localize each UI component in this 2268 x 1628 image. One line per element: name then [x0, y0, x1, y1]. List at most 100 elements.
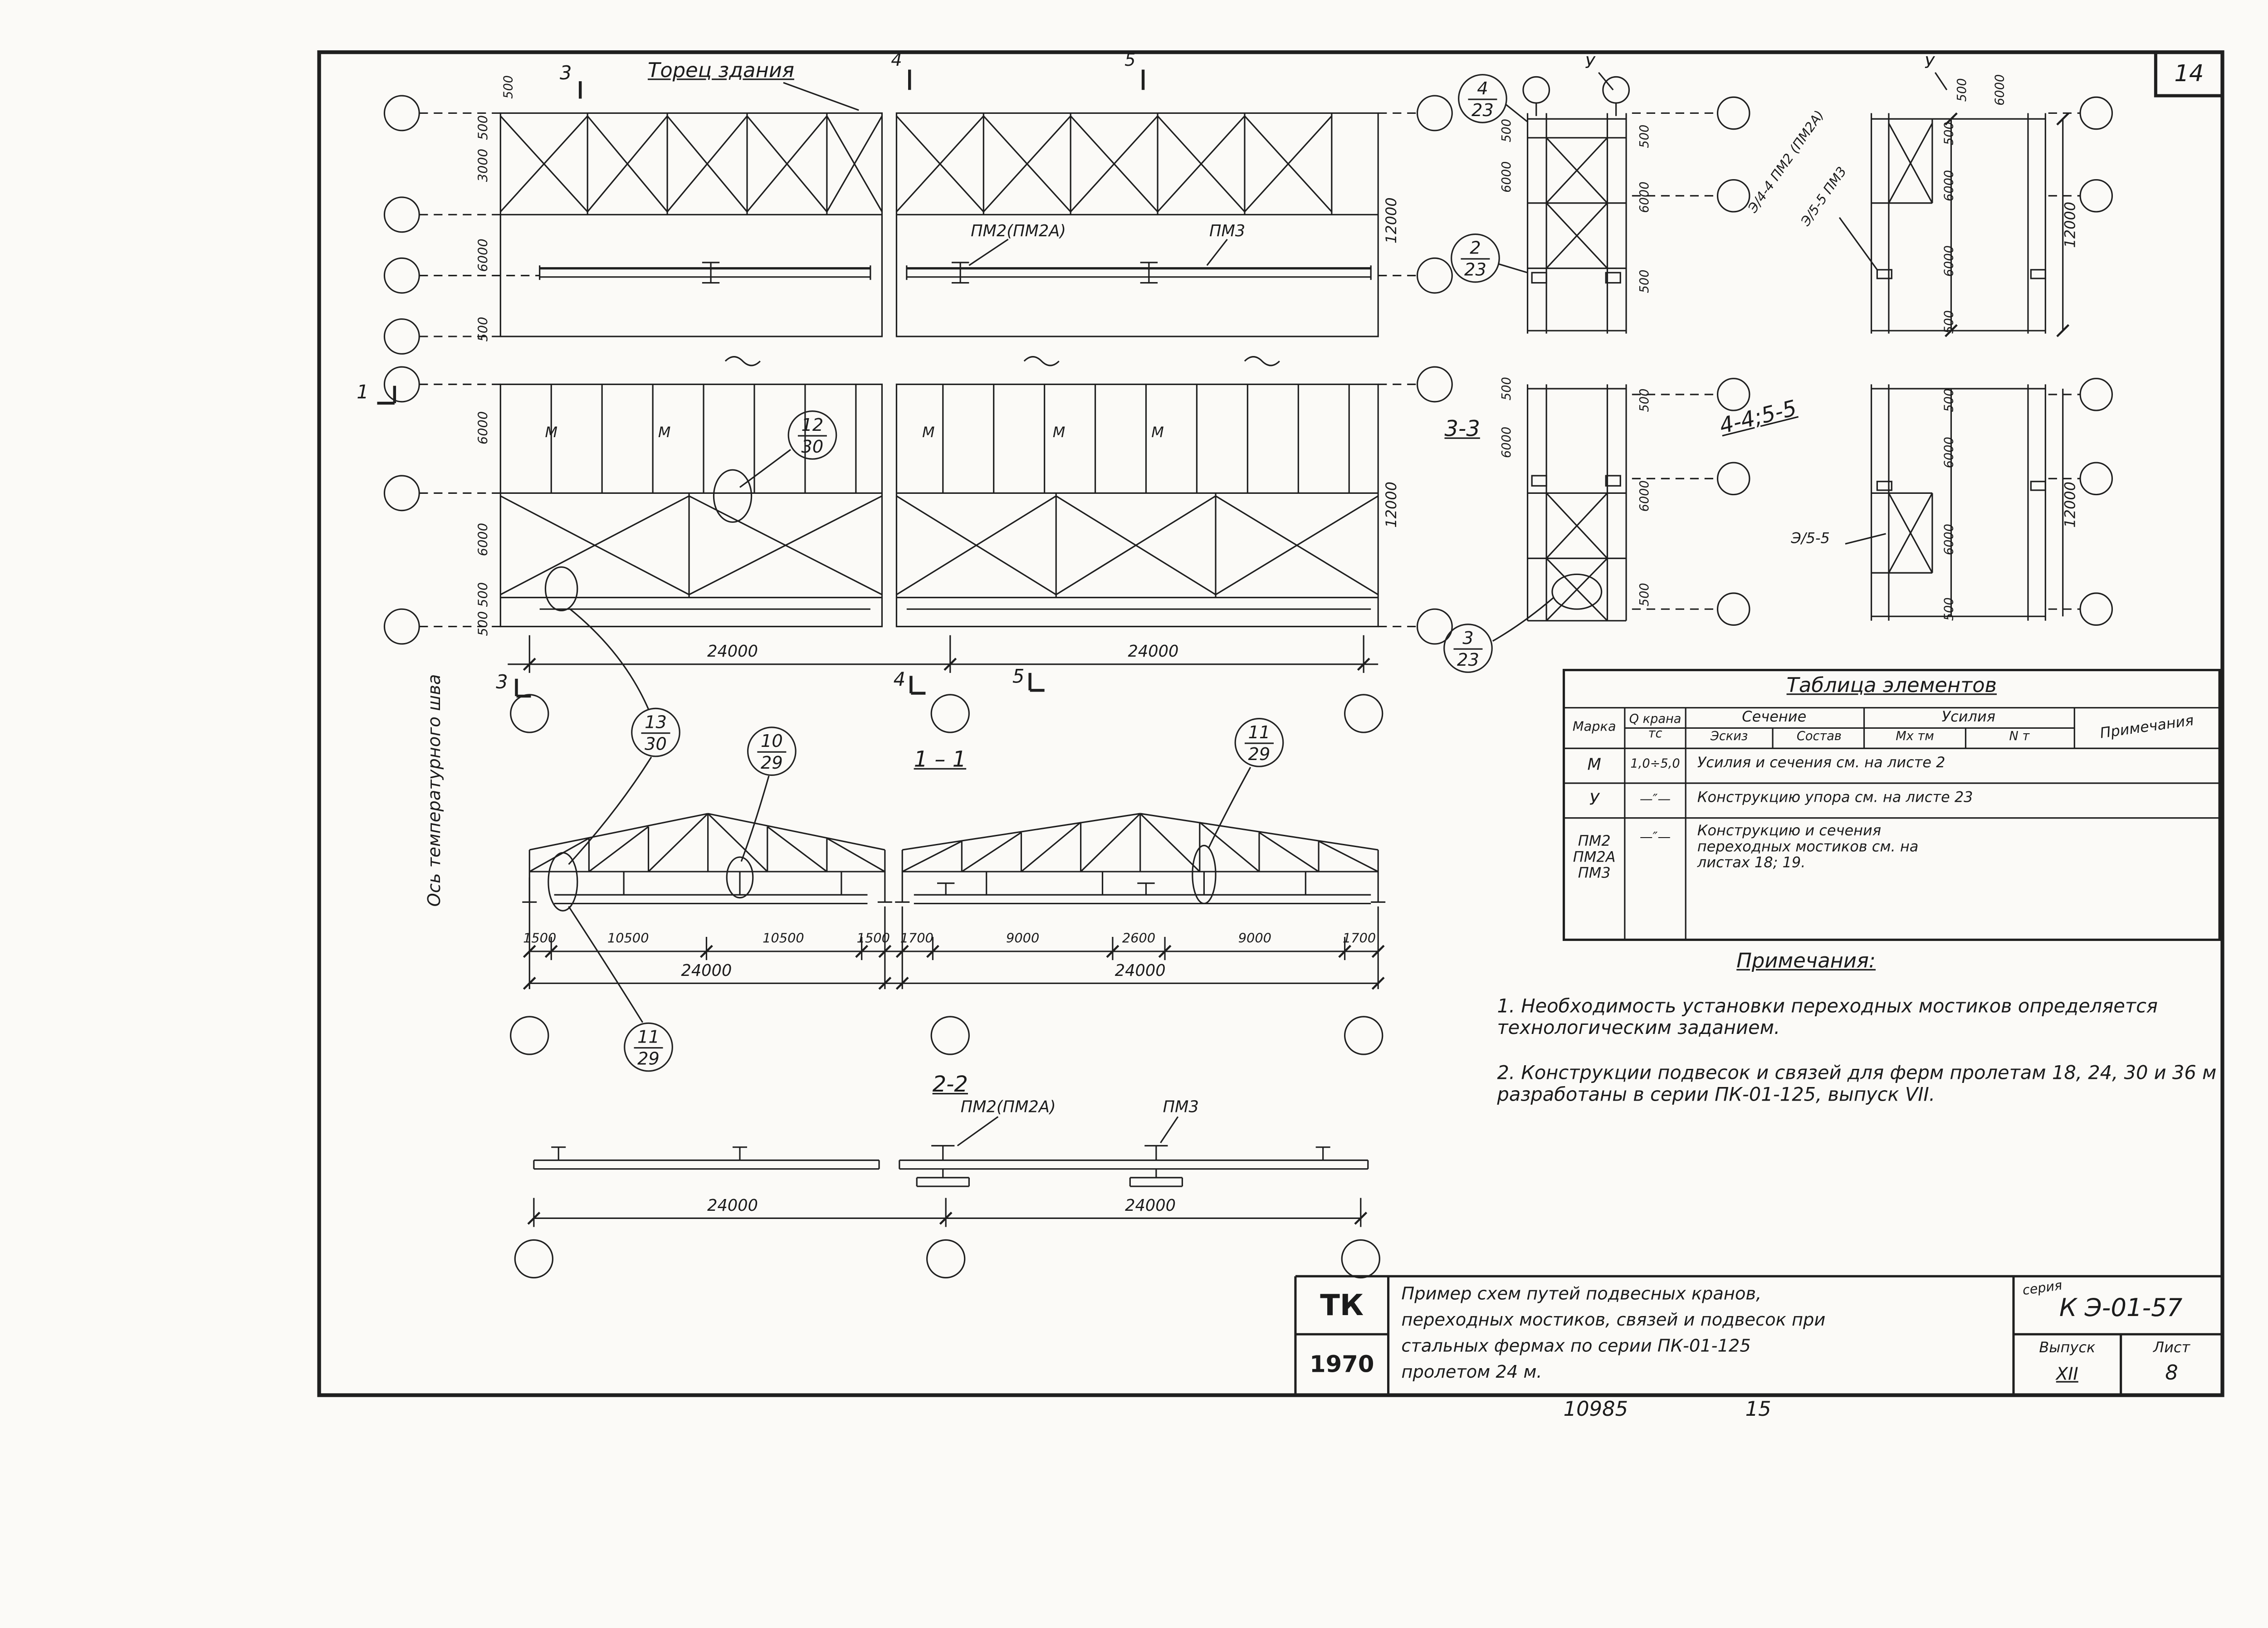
dim-6000: 6000 — [1638, 480, 1653, 512]
dim-500: 500 — [1943, 122, 1958, 146]
dim-6000: 6000 — [1993, 74, 2008, 106]
table-col-marka: Марка — [1572, 721, 1616, 736]
dim-12000: 12000 — [1384, 197, 1401, 244]
callout-top: 11 — [1248, 721, 1271, 742]
section-title-2-2: 2-2 — [932, 1071, 968, 1097]
section-3-3-linework — [1492, 72, 1750, 642]
callout-top: 10 — [760, 730, 783, 751]
dim-6000: 6000 — [477, 523, 492, 556]
callout-10-29: 10 29 — [747, 726, 797, 776]
callout-top: 4 — [1477, 78, 1488, 98]
cut-mark-1-left: 1 — [357, 382, 369, 405]
titleblock-desc-line3: стальных фермах по серии ПК-01-125 — [1401, 1336, 1751, 1356]
callout-bottom: 23 — [1457, 649, 1479, 669]
dim-500: 500 — [477, 115, 492, 140]
building-end-label: Торец здания — [647, 59, 794, 83]
dim-6000: 6000 — [1638, 181, 1653, 213]
table-col-q: Q крана тс — [1629, 712, 1681, 741]
dim-6000: 6000 — [477, 411, 492, 445]
titleblock-desc-line2: переходных мостиков, связей и подвесок п… — [1401, 1309, 1826, 1330]
cut-mark-5-top: 5 — [1124, 49, 1136, 70]
dim-24000: 24000 — [1125, 1196, 1176, 1215]
table-row3-note: Конструкцию и сечения переходных мостико… — [1697, 824, 1919, 872]
callout-top: 12 — [801, 414, 824, 434]
sheet-number: 14 — [2174, 59, 2204, 88]
callout-13-30: 13 30 — [631, 707, 680, 757]
dim-6000: 6000 — [1500, 426, 1515, 458]
table-row3-q: —″— — [1639, 831, 1671, 846]
titleblock-grid — [1294, 1275, 2223, 1395]
section-1-1-linework — [522, 813, 1386, 990]
table-col-n: N т — [2009, 730, 2030, 745]
dim-9000: 9000 — [1238, 932, 1271, 947]
page-number: 15 — [1745, 1398, 1771, 1422]
callout-bottom: 30 — [645, 733, 667, 754]
stop-mark-u: У — [1924, 53, 1935, 73]
titleblock-desc-line4: пролетом 24 м. — [1401, 1362, 1542, 1382]
titleblock-sheet-label: Лист — [2153, 1340, 2190, 1357]
dim-2600: 2600 — [1122, 932, 1156, 947]
table-row3-marka: ПМ2 ПМ2А ПМ3 — [1573, 834, 1616, 883]
axis-circles-bottom — [510, 694, 1383, 1279]
truss-mark-m: М — [922, 425, 935, 442]
dim-500: 500 — [1638, 388, 1653, 412]
callout-bottom: 29 — [760, 752, 783, 772]
truss-mark-m: М — [545, 425, 558, 442]
cut-mark-3-top: 3 — [560, 63, 572, 85]
second-plan-linework — [499, 356, 1379, 628]
dim-24000: 24000 — [707, 642, 758, 661]
axis-circles-right — [1378, 95, 1453, 645]
ref-label-e55b: Э/5-5 — [1791, 531, 1830, 547]
titleblock-desc-line1: Пример схем путей подвесных кранов, — [1401, 1283, 1762, 1304]
callout-2-23: 2 23 — [1451, 233, 1500, 283]
dim-500: 500 — [1943, 310, 1958, 334]
dim-500: 500 — [1500, 377, 1515, 401]
top-plan-linework — [499, 82, 1379, 337]
callout-3-23: 3 23 — [1443, 624, 1493, 673]
dim-500: 500 — [1943, 388, 1958, 412]
notes-title: Примечания: — [1736, 950, 1876, 974]
dim-24000: 24000 — [1114, 961, 1166, 980]
callout-11-29: 11 29 — [624, 1022, 673, 1072]
callout-top: 13 — [645, 711, 667, 732]
truss-mark-m: М — [1151, 425, 1164, 442]
table-row1-q: 1,0÷5,0 — [1630, 757, 1680, 772]
dim-500: 500 — [477, 317, 492, 342]
callout-bottom: 23 — [1471, 99, 1494, 120]
dim-24000: 24000 — [707, 1196, 758, 1215]
table-col-eskiz: Эскиз — [1710, 730, 1748, 745]
table-col-mx: Мх тм — [1896, 730, 1934, 745]
pm3-label-plan: ПМ3 — [1209, 221, 1246, 241]
section-title-1-1: 1 – 1 — [914, 746, 967, 773]
dim-9000: 9000 — [1006, 932, 1040, 947]
pm3-label-section: ПМ3 — [1163, 1097, 1199, 1117]
dim-500: 500 — [477, 582, 492, 607]
titleblock-year: 1970 — [1310, 1350, 1374, 1378]
titleblock-issue-label: Выпуск — [2039, 1340, 2096, 1357]
cut-mark-5-bottom: 5 — [1012, 667, 1025, 689]
dim-6000: 6000 — [1943, 437, 1958, 468]
dim-6000: 6000 — [1943, 170, 1958, 201]
dim-24000: 24000 — [1128, 642, 1179, 661]
dim-24000: 24000 — [681, 961, 732, 980]
dim-12000: 12000 — [2063, 201, 2080, 248]
pm2-label-section: ПМ2(ПМ2А) — [960, 1097, 1056, 1117]
dim-500: 500 — [1638, 269, 1653, 293]
dim-500: 500 — [502, 75, 517, 99]
dim-10500: 10500 — [607, 932, 649, 947]
dim-500: 500 — [1638, 583, 1653, 607]
dim-6000: 6000 — [1943, 524, 1958, 556]
pm2-label-plan: ПМ2(ПМ2А) — [971, 221, 1066, 241]
dim-6000: 6000 — [477, 239, 492, 272]
document-number: 10985 — [1563, 1398, 1628, 1422]
table-grid — [1562, 668, 2221, 941]
note-item-1: 1. Необходимость установки переходных мо… — [1497, 996, 2158, 1039]
dim-1500: 1500 — [856, 932, 890, 947]
stop-mark-u: У — [1585, 53, 1595, 73]
section-title-3-3: 3-3 — [1444, 415, 1480, 442]
titleblock-sheet-value: 8 — [2165, 1362, 2178, 1385]
callout-top: 11 — [637, 1026, 660, 1047]
table-row2-q: —″— — [1639, 793, 1671, 808]
titleblock-org: ТК — [1320, 1287, 1364, 1323]
